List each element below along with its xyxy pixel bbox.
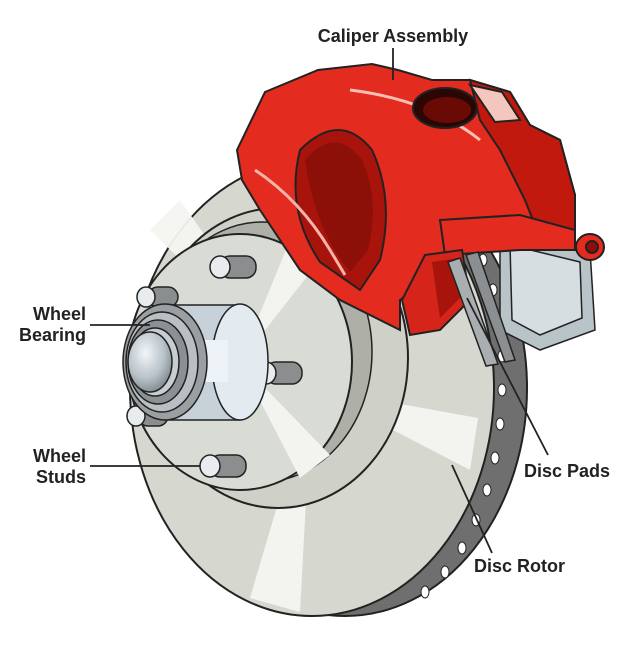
wheel-studs-label-line1: Wheel — [32, 446, 86, 466]
disc-rotor-leader — [451, 464, 493, 554]
wheel-studs-label: Wheel Studs — [4, 446, 86, 488]
wheel-bearing-label: Wheel Bearing — [4, 304, 86, 346]
wheel-bearing-label-line1: Wheel — [32, 304, 86, 324]
disc-pads-label: Disc Pads — [524, 461, 611, 481]
caliper-illustration — [235, 62, 605, 337]
wheel-bearing-label-line2: Bearing — [18, 325, 86, 345]
caliper-bracket — [499, 229, 596, 351]
caliper-assembly-label: Caliper Assembly — [317, 26, 469, 46]
wheel-bearing-illustration — [122, 303, 269, 421]
leader-lines — [90, 48, 549, 554]
disc-pads-leader — [466, 297, 549, 456]
disc-rotor-label: Disc Rotor — [474, 556, 566, 576]
disc-pads-illustration — [447, 251, 516, 367]
wheel-studs-label-line2: Studs — [35, 467, 86, 487]
